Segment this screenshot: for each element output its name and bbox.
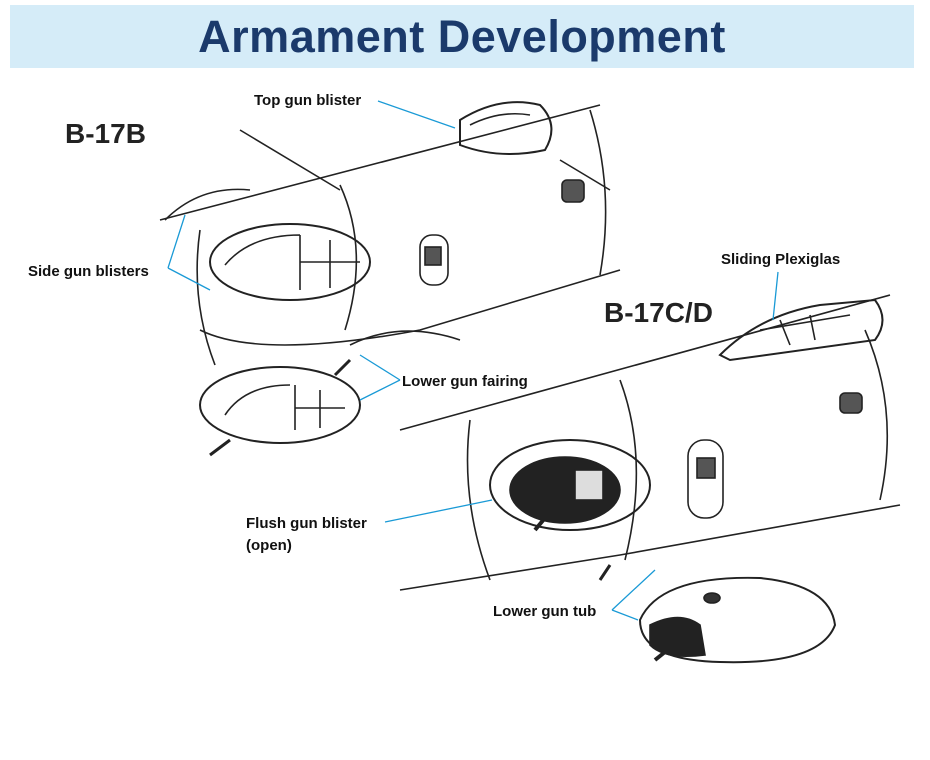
label-side-gun-blisters: Side gun blisters [28,263,149,280]
label-lower-gun-fairing: Lower gun fairing [402,373,528,390]
label-flush-gun-blister: Flush gun blister [246,515,367,532]
label-sliding-plexiglas: Sliding Plexiglas [721,251,841,268]
b17cd-heading: B-17C/D [604,297,713,328]
label-top-gun-blister: Top gun blister [254,92,362,109]
label-flush-gun-blister-note: (open) [246,537,292,554]
b17cd-fuselage [399,294,901,664]
title-bar: Armament Development [10,5,914,68]
callout-lines [167,100,779,621]
page-title: Armament Development [198,11,726,62]
b17b-fuselage [159,101,621,457]
label-lower-gun-tub: Lower gun tub [493,603,597,620]
b17b-heading: B-17B [65,118,146,149]
